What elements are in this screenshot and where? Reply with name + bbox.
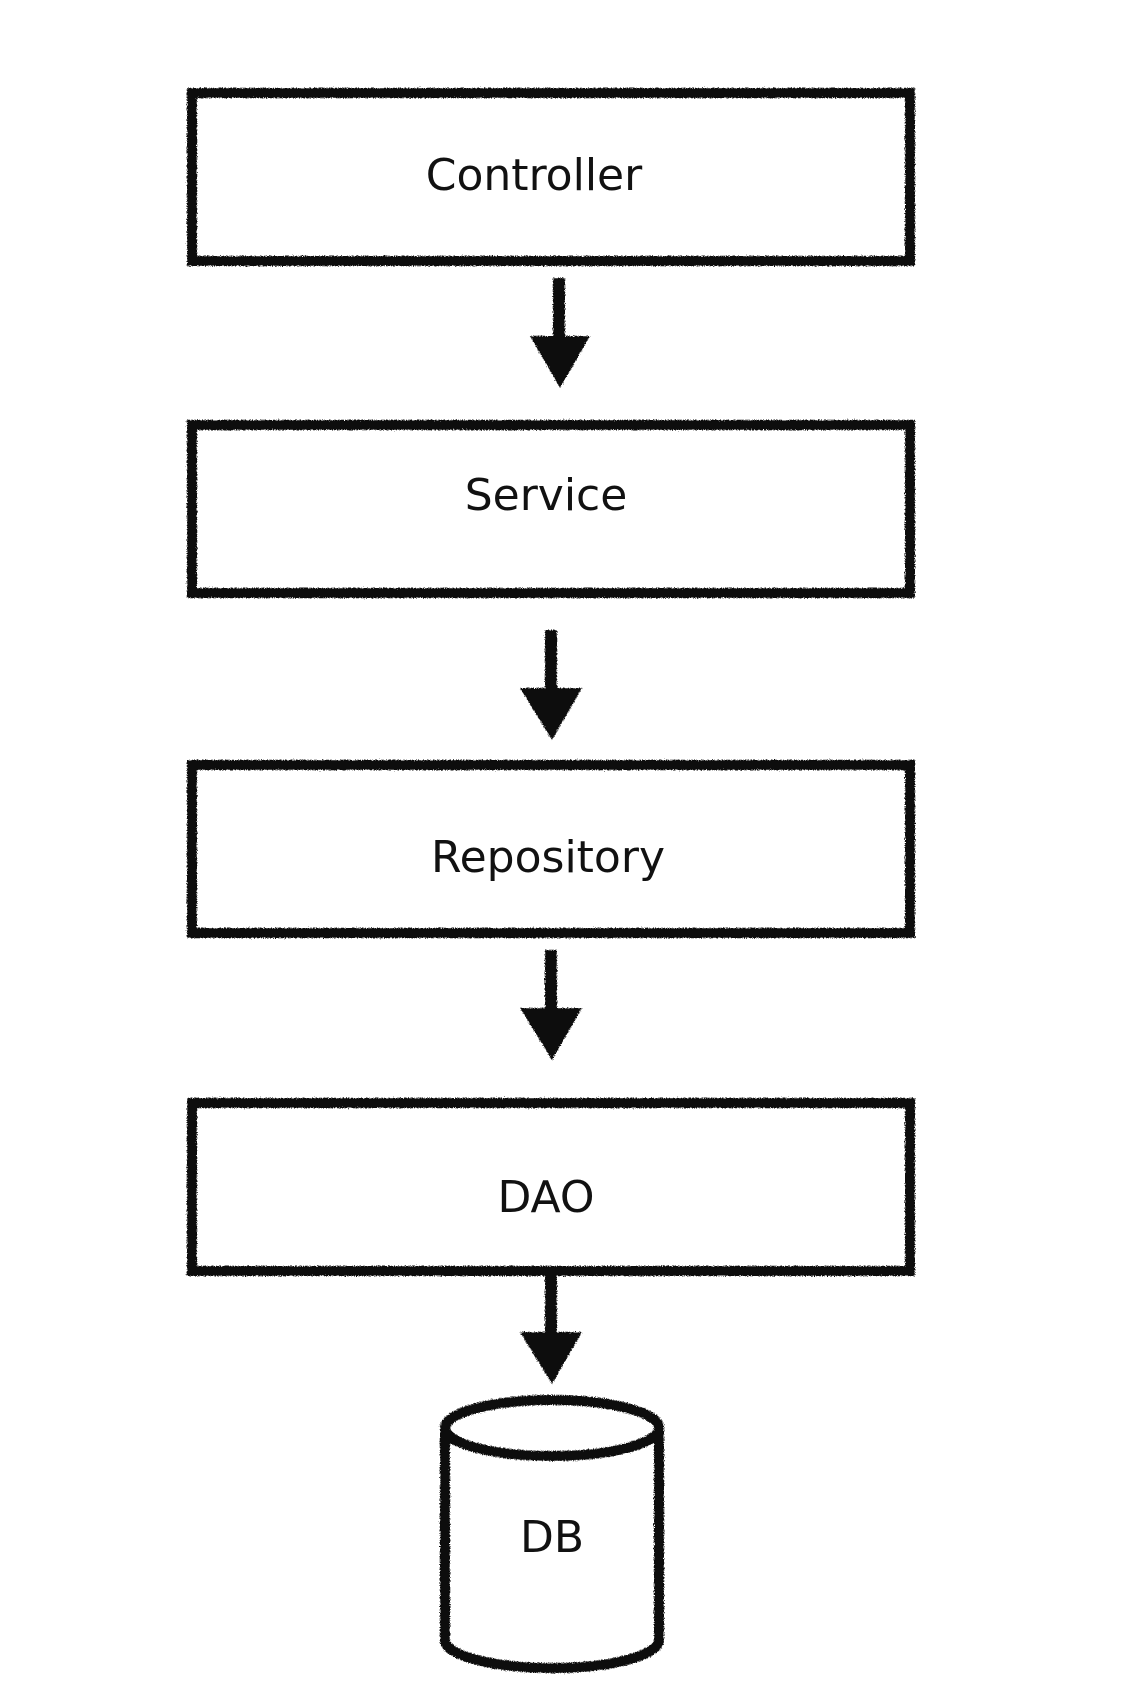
controller-label: Controller [426,150,643,201]
db-label: DB [520,1512,584,1563]
controller-box: Controller [187,88,915,266]
dao-box-border [187,1098,915,1276]
service-box: Service [187,420,915,598]
arrow-dao-to-db [520,1276,582,1384]
arrow-controller-to-service [530,278,590,388]
dao-label: DAO [497,1172,594,1223]
dao-box: DAO [187,1098,915,1276]
repository-box-border [187,760,915,938]
repository-box: Repository [187,760,915,938]
arrow-service-to-repository [520,630,582,740]
service-label: Service [465,470,628,521]
service-box-border [187,420,915,598]
repository-label: Repository [431,832,665,883]
database-cylinder-icon: DB [440,1395,664,1673]
controller-box-border [187,88,915,266]
arrow-repository-to-dao [520,950,582,1060]
